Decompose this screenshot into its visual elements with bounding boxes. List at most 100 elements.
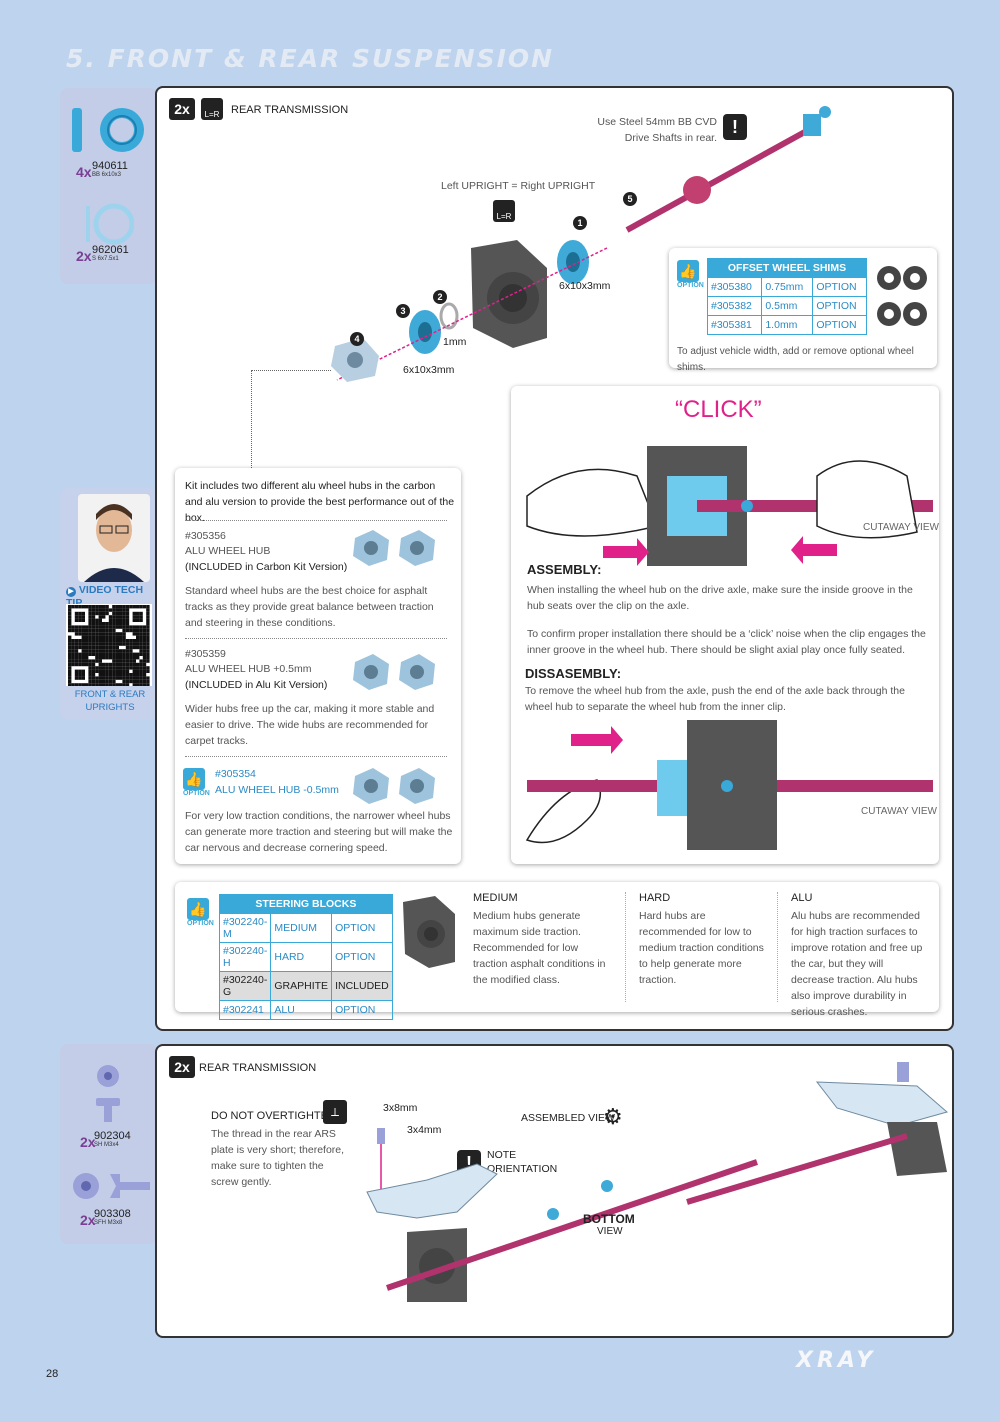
hard-text: Hard hubs are recommended for low to med… — [639, 910, 764, 986]
upright-illustration — [336, 240, 608, 381]
parts-sidebar-bottom: 2x 902304 SH M3x4 2x 903308 SFH M3x8 — [60, 1044, 158, 1244]
hub-name: ALU WHEEL HUB -0.5mm — [215, 784, 339, 796]
part-qty: 2x — [80, 1212, 96, 1228]
click-title: “CLICK” — [675, 396, 762, 423]
gear-icon: ⚙ — [603, 1104, 623, 1129]
divider — [185, 520, 447, 521]
alu-heading: ALU — [791, 892, 813, 904]
step-number: 5 — [623, 192, 637, 206]
cutaway-label: CUTAWAY VIEW — [863, 522, 939, 533]
page-title: 5. FRONT & REAR SUSPENSION — [66, 44, 555, 73]
hard-heading: HARD — [639, 892, 671, 904]
warning-icon: ! — [723, 114, 747, 140]
video-caption: FRONT & REAR UPRIGHTS — [74, 689, 146, 713]
wheel-hub-illustration — [331, 338, 379, 382]
part-number: 902304 — [94, 1130, 131, 1142]
view-label: VIEW — [597, 1226, 623, 1237]
step-panel-2: 2x REAR TRANSMISSION DO NOT OVERTIGHTEN … — [155, 1044, 954, 1338]
hub-name: ALU WHEEL HUB +0.5mm — [185, 663, 312, 675]
video-sidebar: ▶ VIDEO TECH TIP FRONT & REAR UPRIGHTS — [60, 488, 158, 720]
step-number: 3 — [396, 304, 410, 318]
avatar — [78, 494, 150, 582]
step-title: REAR TRANSMISSION — [199, 1062, 317, 1074]
hub-included: (INCLUDED in Carbon Kit Version) — [185, 561, 348, 573]
hub-description: Standard wheel hubs are the best choice … — [185, 585, 434, 629]
hub-description: For very low traction conditions, the na… — [185, 810, 453, 854]
left-right-icon: L=R — [493, 200, 515, 222]
cutaway-illustration — [526, 446, 933, 566]
play-icon: ▶ — [66, 587, 76, 597]
table-header: STEERING BLOCKS — [219, 894, 393, 914]
shim-size-label: 1mm — [443, 336, 467, 348]
alu-text: Alu hubs are recommended for high tracti… — [791, 910, 923, 1018]
assembly-heading: ASSEMBLY: — [527, 562, 602, 577]
bearing-size-label: 6x10x3mm — [559, 280, 611, 292]
hub-description: Wider hubs free up the car, making it mo… — [185, 703, 435, 747]
part-qty: 2x — [80, 1134, 96, 1150]
step-number: 2 — [433, 290, 447, 304]
hub-part-number: #305356 — [185, 530, 226, 542]
wheel-hubs-card: Kit includes two different alu wheel hub… — [175, 468, 461, 864]
disassembly-heading: DISSASEMBLY: — [525, 666, 622, 681]
overtighten-text: The thread in the rear ARS plate is very… — [211, 1128, 345, 1188]
bearing-940611-image — [70, 104, 146, 156]
part-number: 962061 — [92, 244, 129, 256]
step-panel-1: 2x L=R REAR TRANSMISSION Use Steel 54mm … — [155, 86, 954, 1031]
assembly-text: To confirm proper installation there sho… — [527, 628, 926, 656]
brand-logo: XRAY — [796, 1348, 952, 1374]
option-label: OPTION — [187, 920, 214, 927]
part-desc: SH M3x4 — [94, 1142, 119, 1148]
leader-line — [251, 370, 331, 371]
rear-assembly-illustration — [366, 1062, 949, 1302]
divider — [625, 892, 626, 1002]
quantity-badge: 2x — [169, 98, 195, 120]
qr-code[interactable] — [66, 604, 152, 687]
bearing-size-label: 6x10x3mm — [403, 364, 455, 376]
parts-sidebar-top: 4x 940611 BB 6x10x3 2x 962061 S 6x7.5x1 — [60, 88, 158, 284]
left-right-icon: L=R — [201, 98, 223, 120]
cutaway-label: CUTAWAY VIEW — [861, 806, 937, 817]
shim-962061-image — [84, 202, 135, 246]
quantity-badge: 2x — [169, 1056, 195, 1078]
part-desc: BB 6x10x3 — [92, 172, 122, 178]
steel-shaft-note: Use Steel 54mm BB CVD Drive Shafts in re… — [597, 116, 717, 144]
table-header: OFFSET WHEEL SHIMS — [707, 258, 867, 278]
assembled-view-label: ASSEMBLED VIEW — [521, 1112, 615, 1124]
brand-wordmark: XRAY — [796, 1348, 877, 1373]
thumbs-up-icon: 👍 — [183, 768, 205, 790]
upright-note: Left UPRIGHT = Right UPRIGHT — [441, 180, 596, 192]
wheel-hub-image — [353, 530, 435, 566]
option-badge: 👍 OPTION — [187, 898, 214, 927]
option-label: OPTION — [677, 282, 704, 289]
part-number: 940611 — [92, 160, 128, 172]
part-qty: 2x — [76, 248, 92, 264]
medium-heading: MEDIUM — [473, 892, 518, 904]
assembly-text: When installing the wheel hub on the dri… — [527, 584, 913, 612]
screw-size-label: 3x8mm — [383, 1102, 418, 1114]
screwdriver-icon: ⟂ — [323, 1100, 347, 1124]
steering-block-image — [403, 896, 455, 968]
disassembly-text: To remove the wheel hub from the axle, p… — [525, 685, 905, 713]
page-number: 28 — [46, 1368, 59, 1380]
note-orientation: NOTE ORIENTATION — [487, 1149, 558, 1175]
hubs-intro: Kit includes two different alu wheel hub… — [185, 480, 455, 524]
hub-part-number: #305359 — [185, 648, 226, 660]
part-qty: 4x — [76, 164, 92, 180]
part-number: 903308 — [94, 1208, 131, 1220]
screw-903308-image — [73, 1173, 150, 1199]
step-number: 4 — [350, 332, 364, 346]
leader-line — [251, 370, 252, 468]
shim-rings-image — [877, 266, 927, 326]
thumbs-up-icon: 👍 — [187, 898, 209, 920]
bottom-view-label: BOTTOM — [583, 1212, 635, 1226]
wheel-hub-image — [353, 654, 435, 690]
